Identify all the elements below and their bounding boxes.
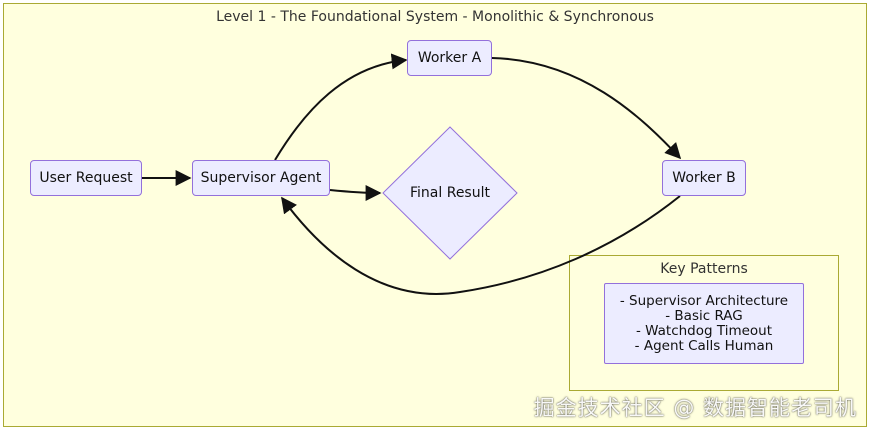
worker-a-node: Worker A: [407, 40, 492, 76]
key-pattern-item: - Watchdog Timeout: [635, 322, 773, 339]
key-patterns-title: Key Patterns: [660, 261, 748, 277]
supervisor-agent-label: Supervisor Agent: [200, 170, 322, 186]
watermark-text: 掘金技术社区 @ 数据智能老司机: [533, 396, 857, 420]
edge-supervisor-to-final-result: [329, 184, 382, 201]
key-patterns-list: - Supervisor Architecture - Basic RAG - …: [604, 283, 804, 364]
worker-b-node: Worker B: [662, 160, 746, 196]
user-request-label: User Request: [39, 170, 133, 186]
worker-a-label: Worker A: [417, 50, 482, 66]
edge-worker-a-to-worker-b: [491, 57, 682, 160]
key-pattern-item: - Agent Calls Human: [634, 337, 774, 354]
final-result-diamond: [382, 126, 518, 260]
group-title: Level 1 - The Foundational System - Mono…: [216, 9, 654, 25]
final-result-node: Final Result: [382, 126, 518, 260]
key-pattern-item: - Supervisor Architecture: [619, 292, 789, 309]
edge-supervisor-to-worker-a: [274, 53, 408, 161]
supervisor-agent-node: Supervisor Agent: [192, 160, 330, 196]
worker-b-label: Worker B: [672, 170, 736, 186]
user-request-node: User Request: [30, 160, 142, 196]
edge-worker-b-to-supervisor: [281, 195, 681, 295]
final-result-label: Final Result: [410, 185, 490, 201]
key-pattern-item: - Basic RAG: [665, 307, 743, 324]
